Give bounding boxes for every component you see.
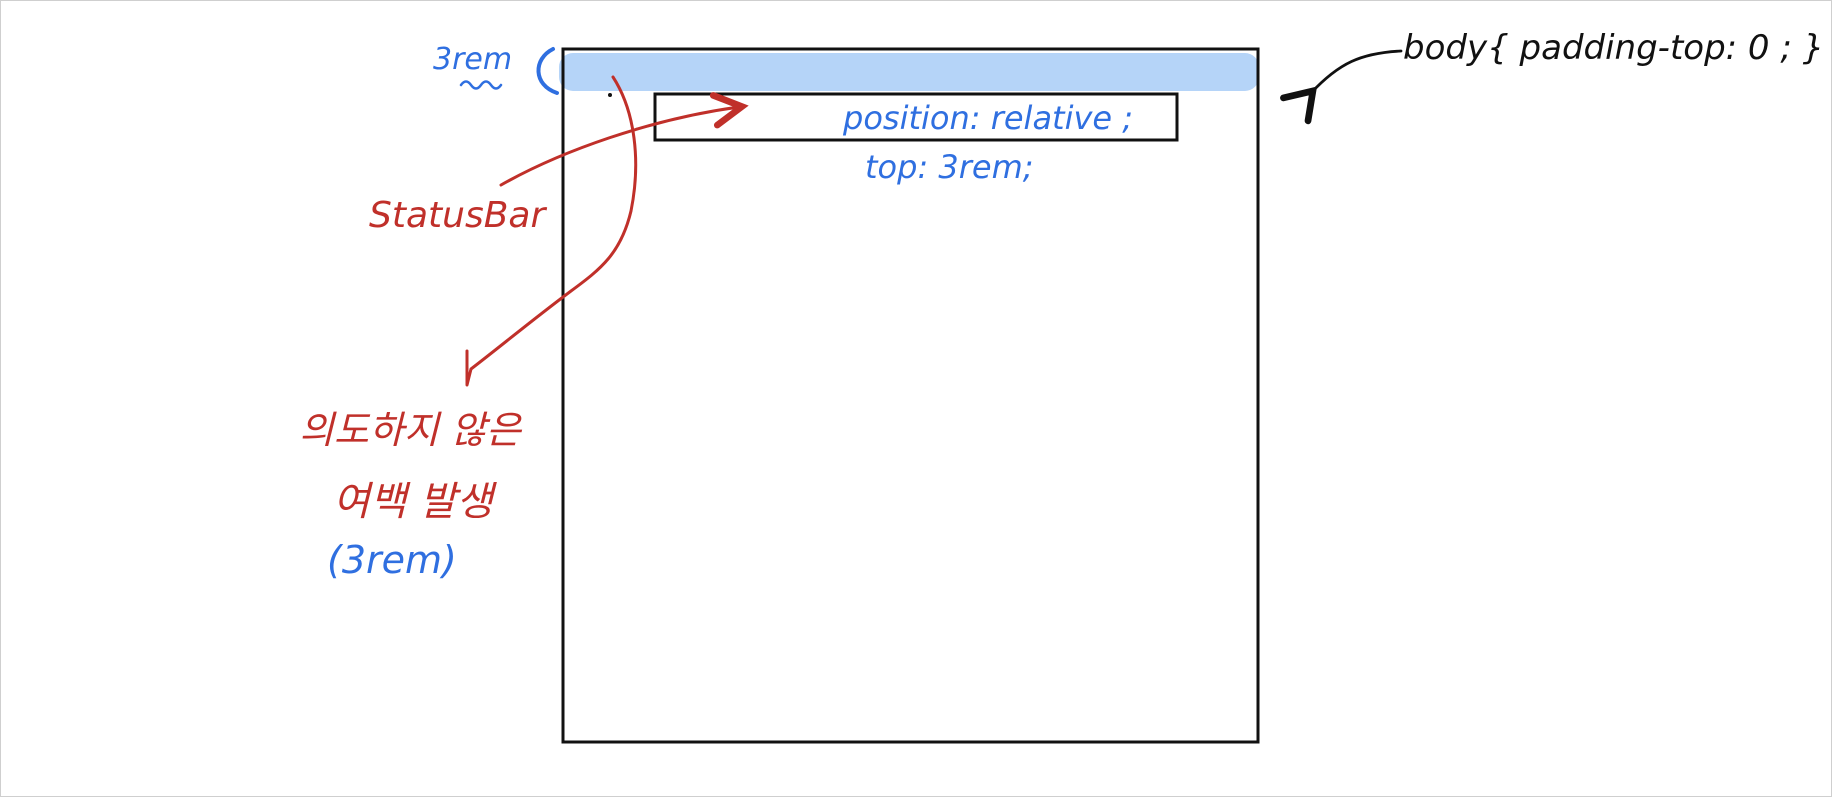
statusbar-label: StatusBar: [369, 195, 547, 236]
gap-bracket: [536, 47, 559, 95]
unintended-gap-size: (3rem): [327, 538, 457, 582]
position-rule-text: position: relative ;: [842, 99, 1133, 137]
statusbar-arrow: [499, 92, 749, 187]
top-gap-highlight: [559, 53, 1259, 91]
gap-callout-line: [465, 75, 638, 387]
top-margin-squiggle: [459, 80, 503, 90]
unintended-gap-line1: 의도하지 않은: [299, 408, 523, 452]
top-margin-label: 3rem: [433, 42, 512, 77]
body-rule-arrow: [1280, 49, 1403, 125]
unintended-gap-line2: 여백 발생: [333, 479, 497, 525]
top-rule-text: top: 3rem;: [865, 148, 1034, 186]
body-rule-text: body{ padding-top: 0 ; }: [1403, 28, 1824, 68]
page-box: [561, 47, 1260, 744]
origin-dot: [608, 93, 612, 97]
statusbar-box: [653, 92, 1179, 142]
